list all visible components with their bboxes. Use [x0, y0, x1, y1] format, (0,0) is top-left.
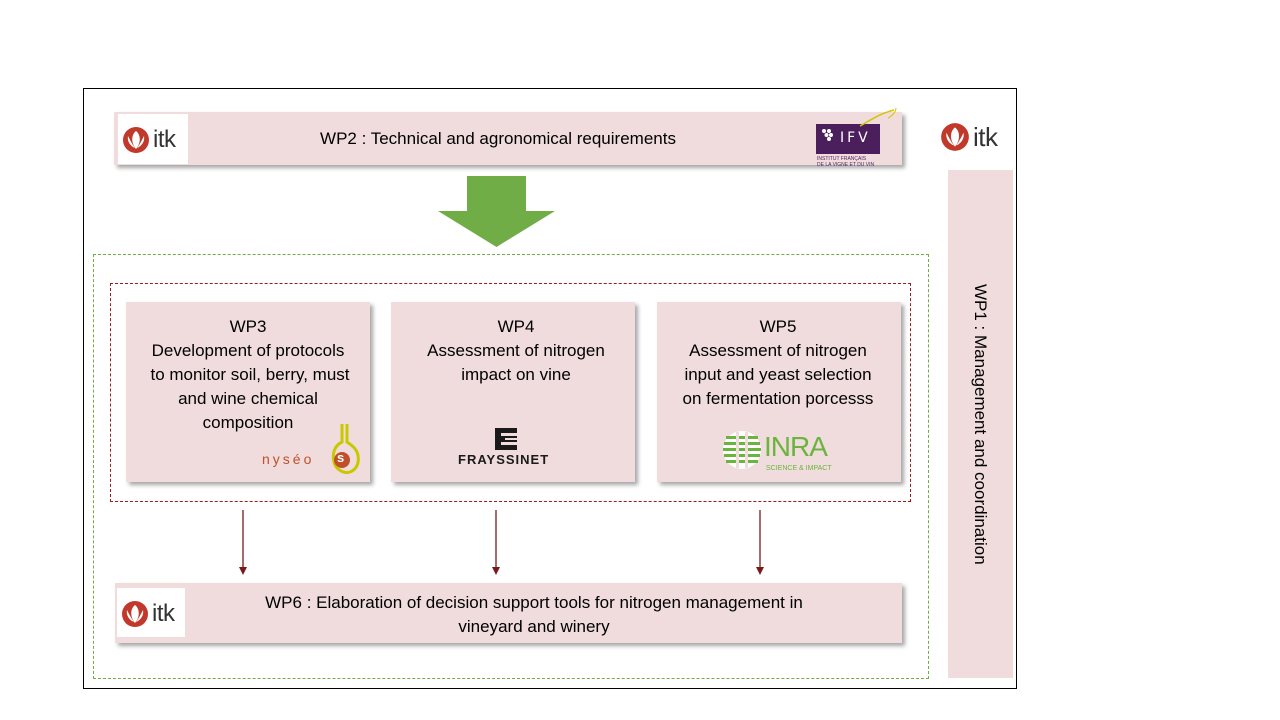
wp4-line-2: impact on vine [461, 365, 571, 384]
wp5-line-2: input and yeast selection [684, 365, 872, 384]
itk-leaf-icon [941, 123, 969, 151]
wp3-line-2: to monitor soil, berry, must [150, 365, 350, 384]
wp2-label: WP2 : Technical and agronomical requirem… [320, 129, 676, 148]
wp6-box [115, 583, 902, 643]
itk-logo-wp6: itk [120, 600, 175, 628]
itk-leaf-icon [122, 601, 148, 627]
itk-wordmark: itk [973, 122, 998, 152]
wp-group-frame [93, 254, 929, 679]
itk-leaf-icon [123, 127, 149, 153]
frayssinet-wordmark: FRAYSSINET [458, 452, 550, 467]
wp5-box [657, 302, 901, 482]
arrow-wp4-to-wp6 [492, 510, 500, 575]
nyseos-flask-icon [331, 424, 360, 474]
wp3-line-1: Development of protocols [151, 341, 345, 360]
nyseos-wordmark: nyséo [262, 451, 315, 467]
arrow-wp3-to-wp6 [239, 510, 247, 575]
nyseos-s-letter: s [337, 450, 345, 465]
wp1-box [948, 170, 1013, 678]
itk-wordmark: itk [152, 600, 175, 627]
wp2-box [114, 112, 902, 165]
frayssinet-mark-icon [495, 428, 517, 450]
wp3-5-frame [110, 283, 911, 502]
inra-subtitle: SCIENCE & IMPACT [766, 465, 832, 472]
nyseos-logo: nyséo s [260, 424, 364, 476]
wp4-box [391, 302, 635, 482]
grape-icon [822, 129, 833, 141]
wp6-line-2: vineyard and winery [458, 617, 610, 636]
wp3-title: WP3 [229, 317, 267, 336]
wp3-box [126, 302, 370, 482]
down-arrow-green [438, 176, 555, 247]
itk-wordmark: itk [153, 126, 176, 153]
wp3-line-4: composition [202, 413, 294, 432]
inra-globe-icon [723, 431, 761, 469]
ifv-logo: IFV INSTITUT FRANÇAIS DE LA VIGNE ET DU … [814, 107, 897, 168]
ifv-wordmark: IFV [840, 130, 871, 146]
wp1-label: WP1 : Management and coordination [971, 283, 990, 565]
itk-logo: itk [121, 126, 176, 154]
wp5-line-3: on fermentation porcesss [682, 389, 874, 408]
itk-logo-wp1: itk [939, 122, 998, 152]
wp4-title: WP4 [497, 317, 535, 336]
wp4-line-1: Assessment of nitrogen [427, 341, 605, 360]
ifv-subtitle-2: DE LA VIGNE ET DU VIN [817, 162, 875, 168]
wp5-line-1: Assessment of nitrogen [689, 341, 867, 360]
diagram-frame [83, 88, 1017, 689]
ifv-subtitle-1: INSTITUT FRANÇAIS [817, 156, 867, 162]
wp5-title: WP5 [759, 317, 797, 336]
wp6-line-1: WP6 : Elaboration of decision support to… [265, 593, 803, 612]
arrow-wp5-to-wp6 [756, 510, 764, 575]
inra-wordmark: INRA [764, 431, 828, 462]
ifv-swoosh [859, 107, 897, 127]
wp3-line-3: and wine chemical [178, 389, 318, 408]
inra-logo: INRA SCIENCE & IMPACT [722, 430, 834, 478]
